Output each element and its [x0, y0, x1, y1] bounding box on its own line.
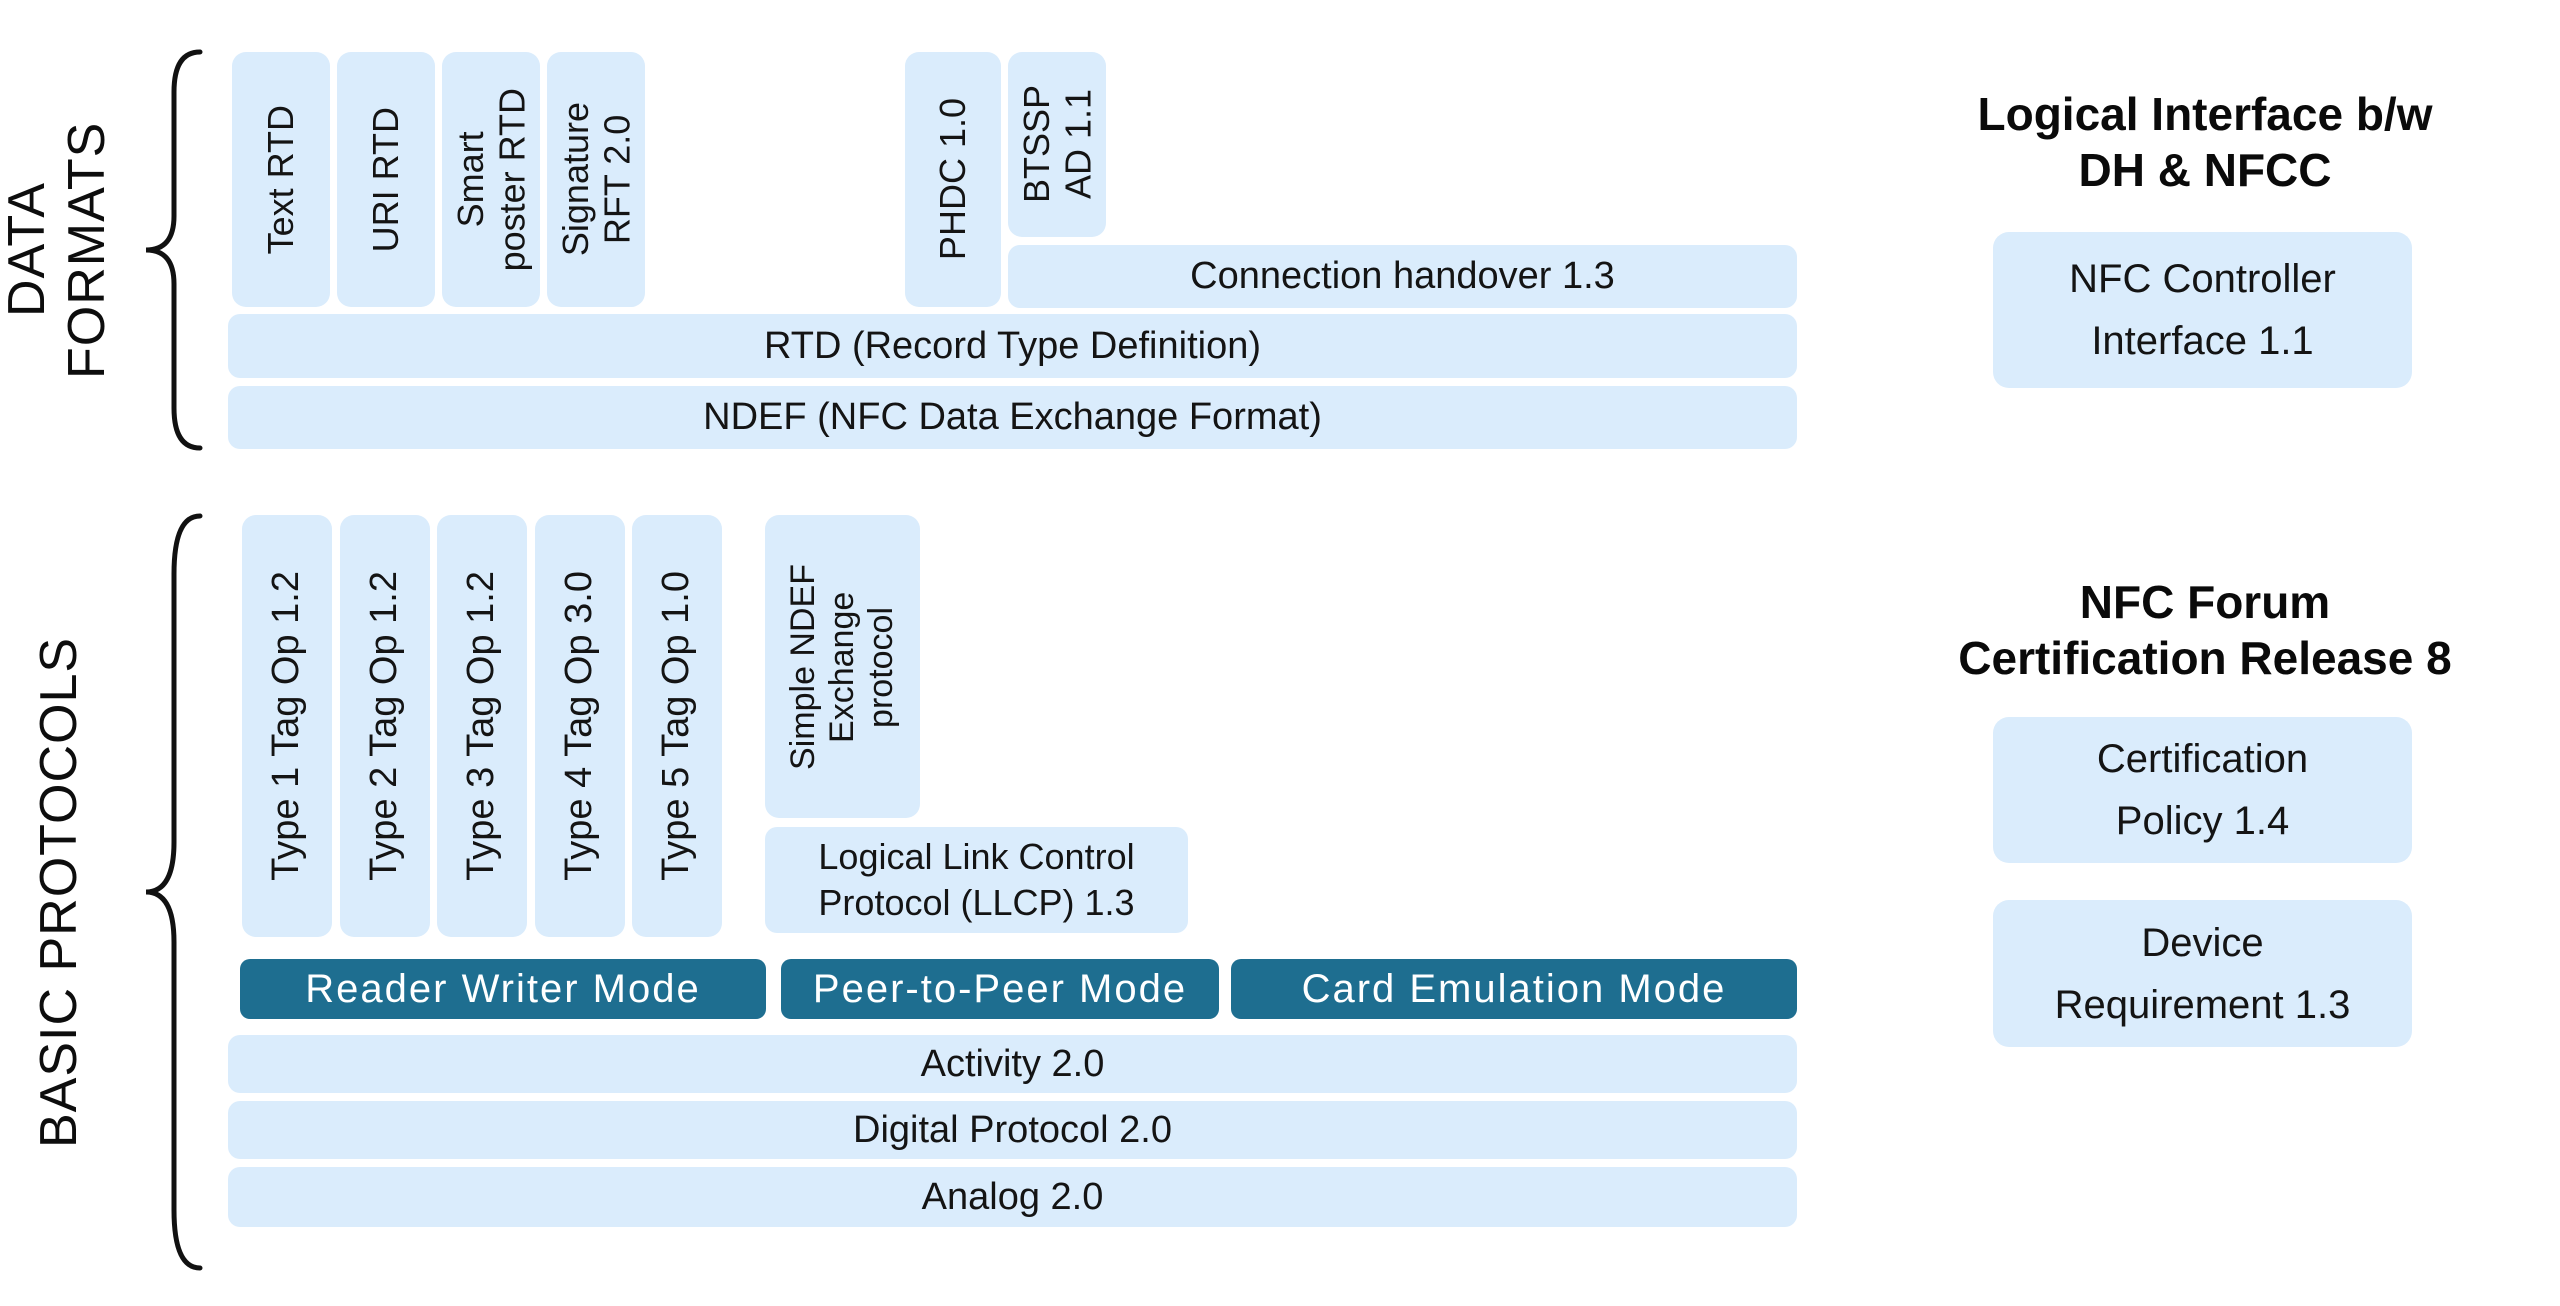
box-text-rtd: Text RTD: [232, 52, 330, 307]
box-btssp-label: BTSSP AD 1.1: [1015, 85, 1098, 204]
mode-reader-writer: Reader Writer Mode: [240, 959, 766, 1019]
box-smart-poster-rtd: Smart poster RTD: [442, 52, 540, 307]
box-type5-tag-label: Type 5 Tag Op 1.0: [655, 571, 698, 881]
section-label-data-formats: DATA FORMATS: [0, 121, 116, 379]
box-uri-rtd-label: URI RTD: [365, 106, 407, 253]
box-signature-rft: Signature RFT 2.0: [547, 52, 645, 307]
box-smart-poster-rtd-label: Smart poster RTD: [449, 87, 532, 272]
box-type1-tag-label: Type 1 Tag Op 1.2: [265, 571, 308, 881]
mode-card-emulation: Card Emulation Mode: [1231, 959, 1797, 1019]
box-btssp: BTSSP AD 1.1: [1008, 52, 1106, 237]
box-snep: Simple NDEF Exchange protocol: [765, 515, 920, 818]
box-text-rtd-label: Text RTD: [260, 104, 302, 255]
box-type3-tag-label: Type 3 Tag Op 1.2: [460, 571, 503, 881]
box-type3-tag: Type 3 Tag Op 1.2: [437, 515, 527, 937]
box-type4-tag-label: Type 4 Tag Op 3.0: [558, 571, 601, 881]
section-label-basic-protocols: BASIC PROTOCOLS: [30, 636, 89, 1148]
row-analog: Analog 2.0: [228, 1167, 1797, 1227]
box-phdc: PHDC 1.0: [905, 52, 1001, 307]
box-type4-tag: Type 4 Tag Op 3.0: [535, 515, 625, 937]
box-type1-tag: Type 1 Tag Op 1.2: [242, 515, 332, 937]
row-ndef: NDEF (NFC Data Exchange Format): [228, 386, 1797, 449]
heading-nfc-forum-certification: NFC Forum Certification Release 8: [1958, 576, 2452, 684]
box-device-requirement: Device Requirement 1.3: [1993, 900, 2412, 1047]
box-type2-tag: Type 2 Tag Op 1.2: [340, 515, 430, 937]
box-snep-label: Simple NDEF Exchange protocol: [783, 563, 901, 770]
box-type5-tag: Type 5 Tag Op 1.0: [632, 515, 722, 937]
box-uri-rtd: URI RTD: [337, 52, 435, 307]
box-llcp: Logical Link Control Protocol (LLCP) 1.3: [765, 827, 1188, 933]
box-certification-policy: Certification Policy 1.4: [1993, 717, 2412, 863]
curly-brace-data-formats: [145, 49, 203, 451]
row-activity: Activity 2.0: [228, 1035, 1797, 1093]
mode-peer-to-peer: Peer-to-Peer Mode: [781, 959, 1219, 1019]
curly-brace-basic-protocols: [145, 513, 203, 1271]
box-type2-tag-label: Type 2 Tag Op 1.2: [363, 571, 406, 881]
box-signature-rft-label: Signature RFT 2.0: [554, 102, 637, 257]
row-rtd: RTD (Record Type Definition): [228, 314, 1797, 378]
box-phdc-label: PHDC 1.0: [932, 98, 974, 261]
heading-logical-interface: Logical Interface b/w DH & NFCC: [1977, 88, 2433, 196]
row-digital-protocol: Digital Protocol 2.0: [228, 1101, 1797, 1159]
box-nfc-controller-interface: NFC Controller Interface 1.1: [1993, 232, 2412, 388]
row-connection-handover: Connection handover 1.3: [1008, 245, 1797, 308]
